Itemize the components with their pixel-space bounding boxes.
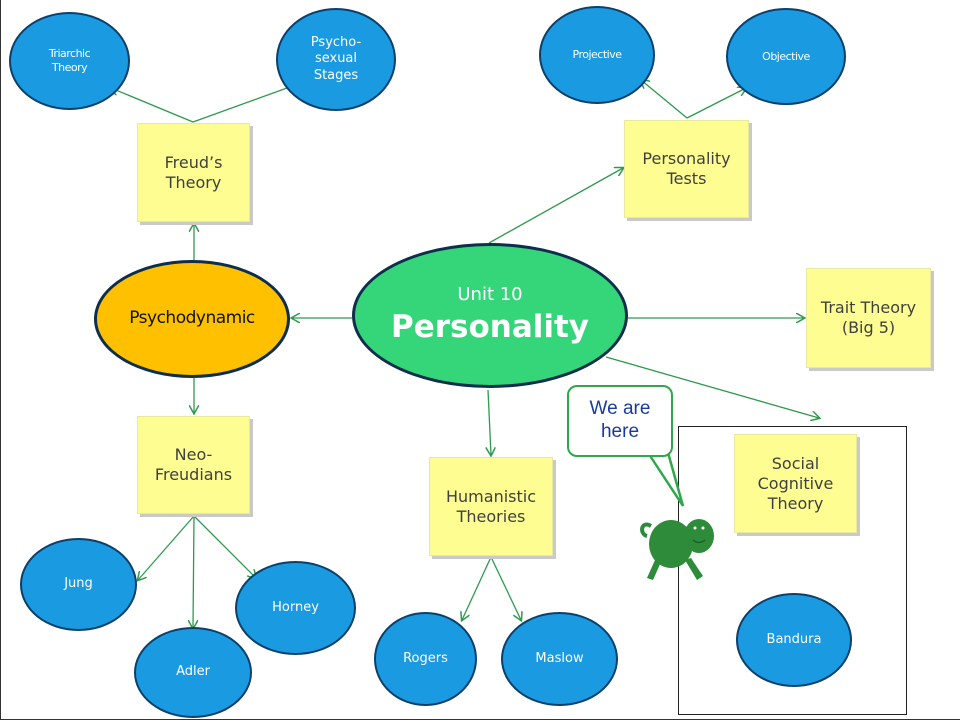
maslow-label: Maslow [535, 650, 584, 666]
edge-center-personality-tests [488, 168, 623, 244]
edge-neo-jung [138, 515, 195, 580]
edge-tests-projective [641, 80, 688, 119]
edge-freud-psychosexual [192, 84, 298, 123]
edge-neo-adler [193, 515, 194, 628]
bandura-node[interactable]: Bandura [736, 593, 852, 687]
personality-tests-note[interactable]: Personality Tests [624, 120, 749, 218]
center-subtitle: Unit 10 [457, 283, 523, 305]
projective-label: Projective [572, 48, 622, 62]
we-are-here-callout: We are here [567, 385, 673, 457]
psychodynamic-node[interactable]: Psychodynamic [94, 260, 290, 378]
personality-tests-label: Personality Tests [642, 149, 731, 188]
objective-node[interactable]: Objective [726, 8, 846, 105]
trait-theory-label: Trait Theory (Big 5) [820, 298, 917, 337]
edge-humanistic-maslow [490, 556, 521, 620]
edge-freud-triarchic [111, 88, 194, 123]
callout-text: We are here [589, 398, 651, 442]
neo-freudians-label: Neo- Freudians [154, 445, 233, 484]
callout-tail [639, 441, 685, 507]
edge-center-social-cognitive [605, 356, 819, 418]
objective-label: Objective [762, 49, 810, 63]
bandura-label: Bandura [766, 631, 822, 647]
center-title: Personality [390, 309, 590, 346]
edge-humanistic-rogers [462, 556, 492, 620]
edge-tests-objective [686, 88, 746, 119]
rogers-node[interactable]: Rogers [374, 612, 477, 706]
horney-label: Horney [272, 599, 319, 615]
triarchic-theory-label: Triarchic Theory [48, 47, 91, 74]
adler-label: Adler [176, 664, 210, 680]
neo-freudians-note[interactable]: Neo- Freudians [137, 416, 250, 514]
psychosexual-stages-label: Psycho- sexual Stages [310, 35, 362, 83]
trait-theory-note[interactable]: Trait Theory (Big 5) [806, 268, 931, 368]
humanistic-theories-note[interactable]: Humanistic Theories [429, 457, 553, 556]
jung-node[interactable]: Jung [20, 538, 137, 631]
triarchic-theory-node[interactable]: Triarchic Theory [9, 12, 130, 110]
horney-node[interactable]: Horney [235, 561, 356, 655]
center-node-personality[interactable]: Unit 10 Personality [352, 243, 628, 388]
social-cognitive-theory-label: Social Cognitive Theory [757, 453, 834, 513]
humanistic-theories-label: Humanistic Theories [446, 486, 536, 526]
maslow-node[interactable]: Maslow [501, 612, 618, 706]
psychosexual-stages-node[interactable]: Psycho- sexual Stages [276, 8, 396, 111]
edge-neo-horney [193, 515, 256, 578]
adler-node[interactable]: Adler [134, 627, 252, 718]
projective-node[interactable]: Projective [539, 6, 655, 104]
psychodynamic-label: Psychodynamic [129, 308, 255, 329]
freuds-theory-label: Freud’s Theory [164, 152, 223, 192]
rogers-label: Rogers [403, 650, 448, 666]
edge-center-humanistic [488, 389, 491, 455]
jung-label: Jung [64, 576, 93, 592]
freuds-theory-note[interactable]: Freud’s Theory [137, 123, 250, 222]
social-cognitive-theory-note[interactable]: Social Cognitive Theory [734, 434, 857, 533]
turtle-icon [640, 519, 714, 580]
